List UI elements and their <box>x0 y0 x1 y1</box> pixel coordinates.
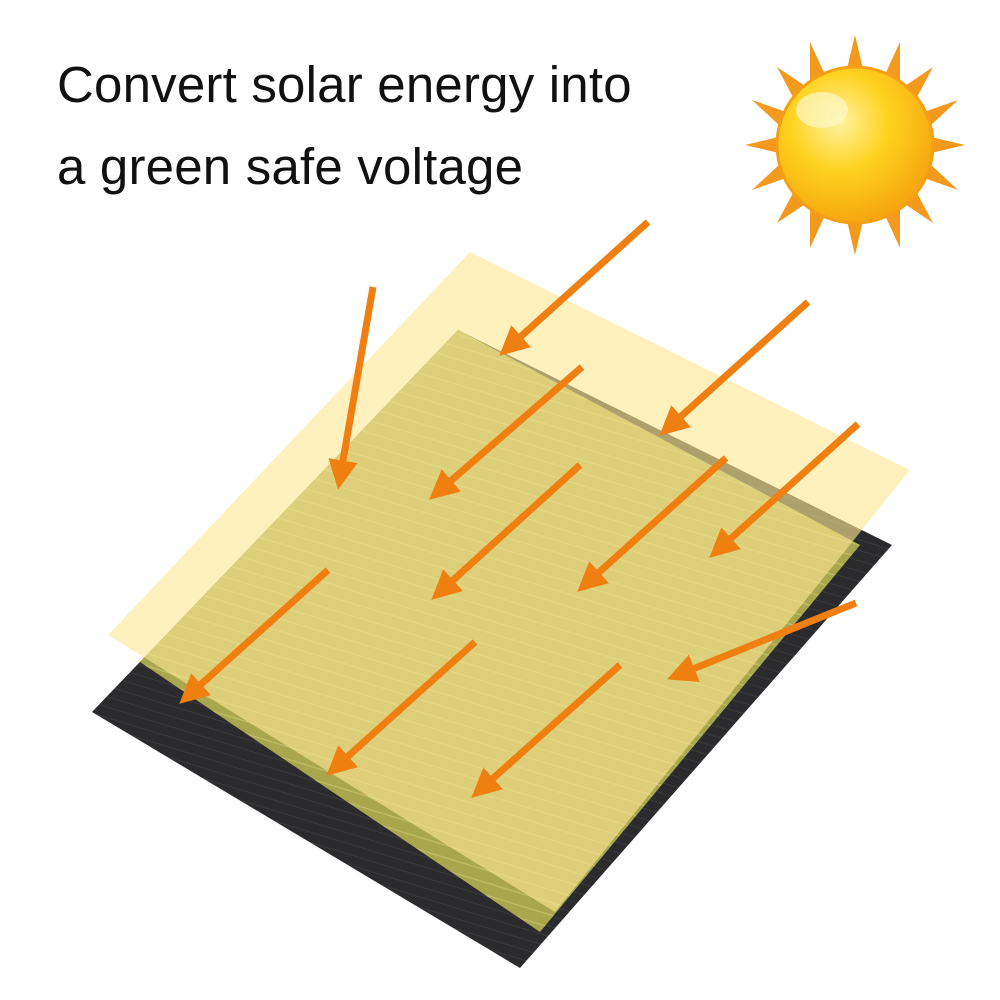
headline: Convert solar energy into a green safe v… <box>57 44 717 208</box>
arrow-icon <box>667 599 858 683</box>
arrow-icon <box>179 567 331 704</box>
arrow-icon <box>429 364 585 500</box>
arrow-icon <box>709 421 861 558</box>
protective-film <box>108 252 910 912</box>
headline-line-2: a green safe voltage <box>57 138 524 195</box>
arrow-icon <box>577 455 729 592</box>
arrow-icon <box>499 219 651 356</box>
arrow-group <box>179 219 861 798</box>
headline-line-1: Convert solar energy into <box>57 56 632 113</box>
arrow-icon <box>326 639 478 776</box>
arrow-icon <box>659 299 811 436</box>
arrow-icon <box>328 286 377 490</box>
arrow-icon <box>471 662 623 798</box>
arrow-icon <box>431 462 583 600</box>
sun-icon <box>745 35 965 255</box>
